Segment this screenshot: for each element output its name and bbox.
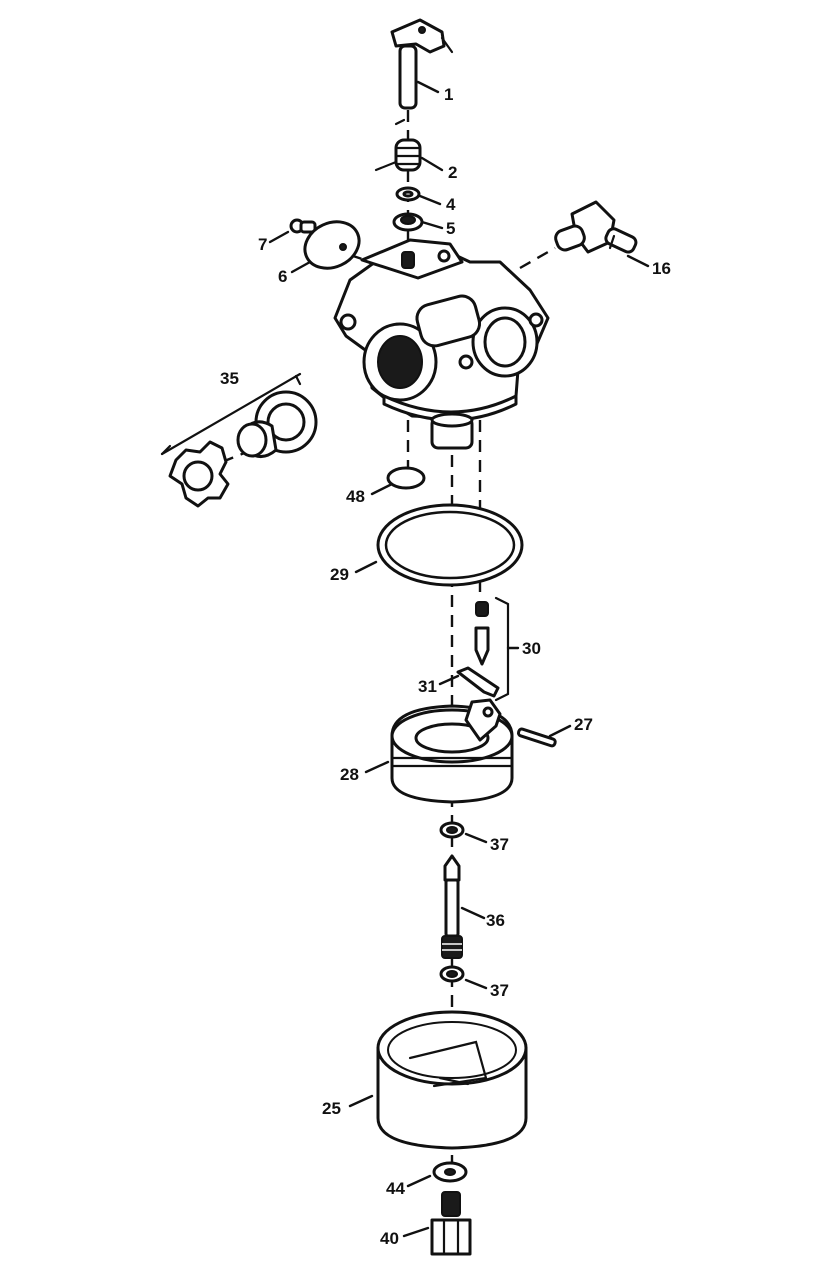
label-part-5: 5 bbox=[446, 219, 455, 238]
label-part-35: 35 bbox=[220, 369, 239, 388]
disk-part bbox=[386, 466, 426, 490]
label-part-6: 6 bbox=[278, 267, 287, 286]
label-part-16: 16 bbox=[652, 259, 671, 278]
float-clip-part bbox=[456, 666, 500, 698]
throttle-spring-part bbox=[374, 118, 422, 172]
label-part-27: 27 bbox=[574, 715, 593, 734]
label-part-44: 44 bbox=[386, 1179, 405, 1198]
bowl-washer-part bbox=[432, 1161, 468, 1183]
choke-assembly-part bbox=[160, 372, 318, 508]
main-jet-part bbox=[441, 854, 463, 959]
seal-part bbox=[392, 212, 424, 232]
label-part-4: 4 bbox=[446, 195, 456, 214]
label-part-7: 7 bbox=[258, 235, 267, 254]
throttle-plate-screw-part bbox=[289, 218, 317, 234]
carburetor-body-part bbox=[333, 238, 550, 450]
float-part bbox=[390, 698, 514, 804]
bowl-gasket-part bbox=[376, 503, 524, 587]
label-part-2: 2 bbox=[448, 163, 457, 182]
label-part-30: 30 bbox=[522, 639, 541, 658]
label-part-37-upper: 37 bbox=[490, 835, 509, 854]
label-part-29: 29 bbox=[330, 565, 349, 584]
bowl-nut-part bbox=[430, 1191, 472, 1256]
part-number-labels: 1 2 4 5 7 6 16 35 48 29 30 31 27 28 37 3… bbox=[220, 85, 671, 1248]
label-part-28: 28 bbox=[340, 765, 359, 784]
label-part-40: 40 bbox=[380, 1229, 399, 1248]
label-part-31: 31 bbox=[418, 677, 437, 696]
label-part-25: 25 bbox=[322, 1099, 341, 1118]
label-part-36: 36 bbox=[486, 911, 505, 930]
throttle-shaft-part bbox=[390, 18, 454, 110]
elbow-fitting-part bbox=[554, 200, 638, 254]
label-part-37-lower: 37 bbox=[490, 981, 509, 1000]
float-bowl-part bbox=[376, 1010, 528, 1150]
label-part-1: 1 bbox=[444, 85, 453, 104]
o-ring-lower-part bbox=[439, 965, 465, 983]
o-ring-upper-part bbox=[439, 821, 465, 839]
leader-lines bbox=[268, 80, 650, 1238]
washer-part bbox=[395, 186, 421, 202]
hinge-pin-part bbox=[516, 727, 557, 748]
throttle-plate-part bbox=[303, 220, 361, 270]
label-part-48: 48 bbox=[346, 487, 365, 506]
